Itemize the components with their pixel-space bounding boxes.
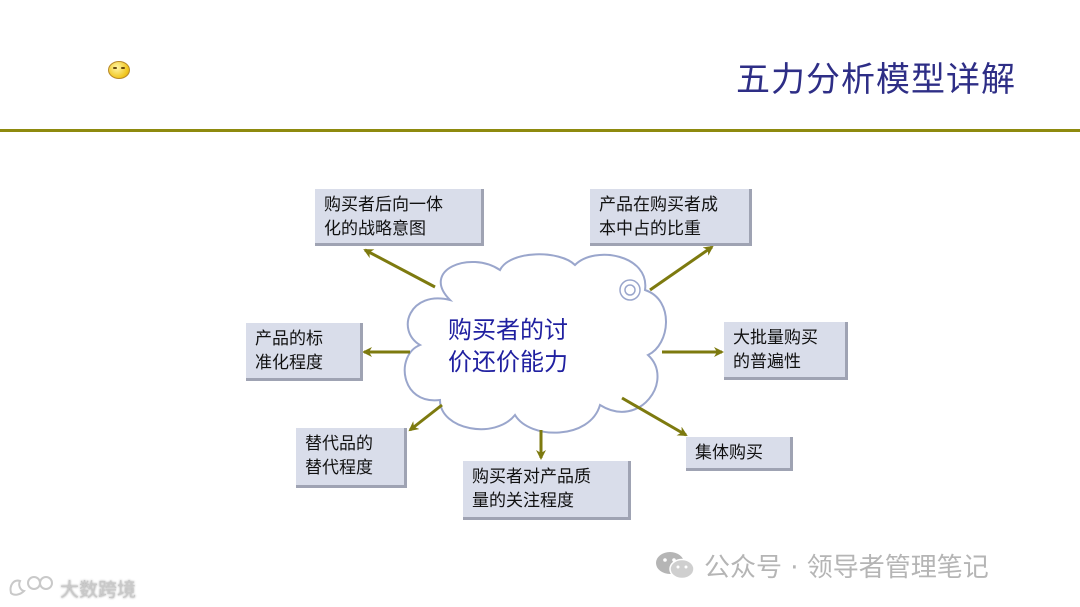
factor-backward-integration: 购买者后向一体 化的战略意图 <box>315 189 484 246</box>
watermark-brand: 大数跨境 <box>8 575 136 602</box>
factor-quality-attention: 购买者对产品质 量的关注程度 <box>463 461 631 520</box>
cloud-spiral <box>619 279 641 301</box>
center-node-label: 购买者的讨 价还价能力 <box>448 316 568 376</box>
wechat-icon <box>654 550 696 580</box>
factor-bulk-buying: 大批量购买 的普遍性 <box>724 322 848 380</box>
watermark-wechat-text: 公众号 · 领导者管理笔记 <box>704 552 989 583</box>
watermark-brand-text: 大数跨境 <box>60 579 137 601</box>
arrow-backward-integration <box>363 248 436 289</box>
factor-standardization: 产品的标 准化程度 <box>246 323 363 381</box>
arrow-substitution <box>408 403 443 432</box>
watermark-wechat: 公众号 · 领导者管理笔记 <box>654 548 989 583</box>
slide-title: 五力分析模型详解 <box>736 60 1016 100</box>
factor-collective-buying: 集体购买 <box>686 437 793 471</box>
arrows <box>362 245 724 460</box>
arrow-cost-share <box>649 245 714 292</box>
arrow-collective-buying <box>621 396 688 437</box>
thought-cloud <box>403 253 667 434</box>
logo-icon <box>8 575 54 602</box>
factor-cost-share: 产品在购买者成 本中占的比重 <box>590 189 752 246</box>
smiley-icon <box>108 61 130 79</box>
factor-substitution: 替代品的 替代程度 <box>296 428 407 488</box>
title-divider <box>0 129 1080 132</box>
